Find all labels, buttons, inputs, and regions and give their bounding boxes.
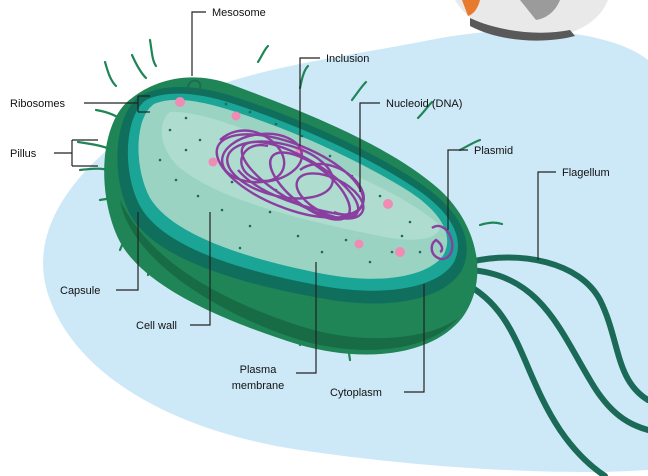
label-ribosomes: Ribosomes <box>10 98 66 110</box>
label-plasma-membrane-line2: membrane <box>232 380 285 392</box>
label-pillus: Pillus <box>10 148 37 160</box>
label-cell-wall: Cell wall <box>136 320 177 332</box>
label-plasmid: Plasmid <box>474 145 513 157</box>
label-capsule: Capsule <box>60 285 100 297</box>
label-mesosome: Mesosome <box>212 7 266 19</box>
label-inclusion: Inclusion <box>326 53 369 65</box>
label-flagellum: Flagellum <box>562 167 610 179</box>
label-nucleoid: Nucleoid (DNA) <box>386 98 462 110</box>
label-plasma-membrane-line1: Plasma <box>240 364 278 376</box>
label-cytoplasm: Cytoplasm <box>330 387 382 399</box>
